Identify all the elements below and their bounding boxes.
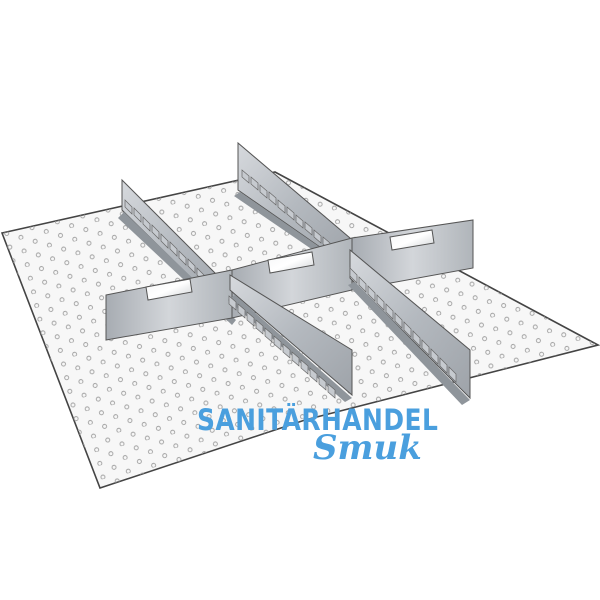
cross-divider <box>105 219 474 341</box>
divider-front-right <box>348 248 471 405</box>
divider-front-center <box>228 274 353 402</box>
label-holder <box>145 229 435 301</box>
